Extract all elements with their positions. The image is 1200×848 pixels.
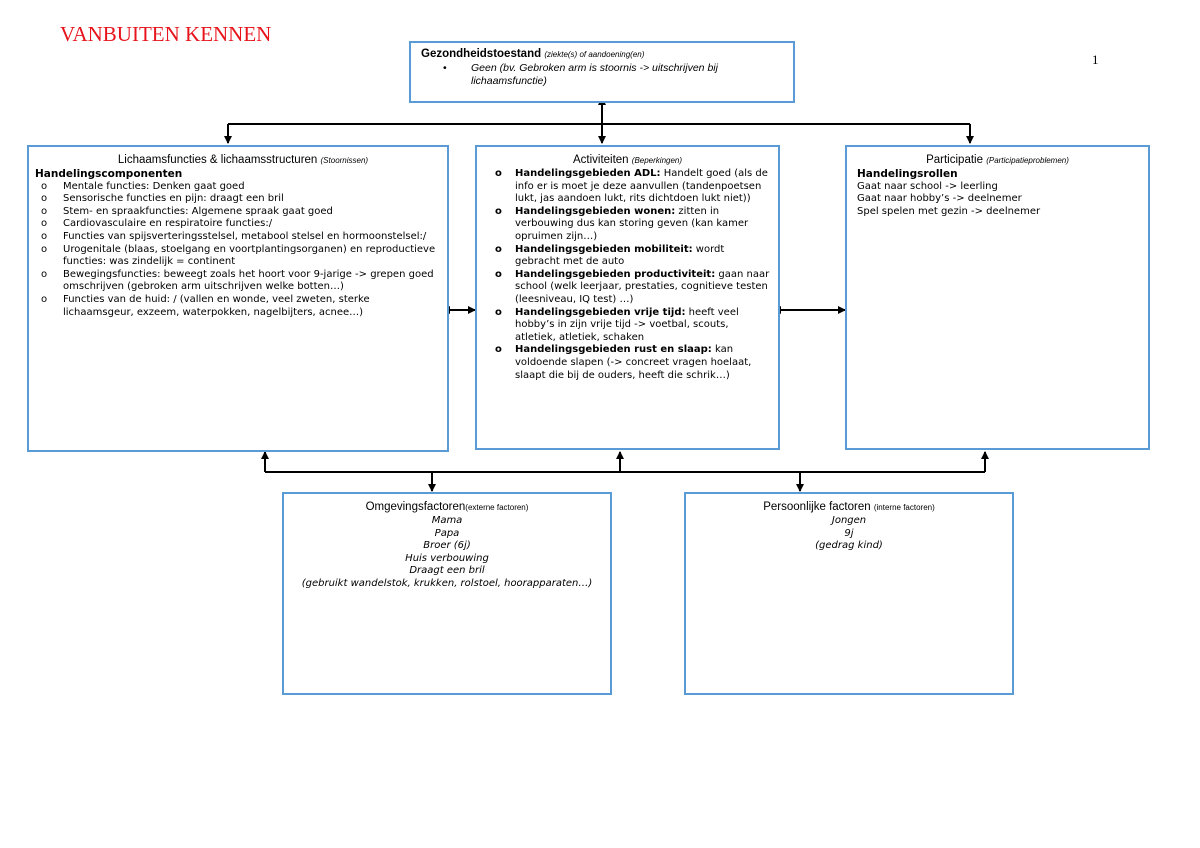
list-marker: o <box>41 180 48 192</box>
body-function-text: Functies van de huid: / (vallen en wonde… <box>63 293 370 318</box>
environment-line: Papa <box>434 527 460 539</box>
personal-title: Persoonlijke factoren <box>763 501 871 513</box>
list-marker: o <box>41 243 48 255</box>
environment-line: (gebruikt wandelstok, krukken, rolstoel,… <box>301 577 593 589</box>
body-function-item: o Stem- en spraakfuncties: Algemene spraa… <box>35 206 441 219</box>
participation-title: Participatie <box>926 154 983 166</box>
health-condition-box: Gezondheidstoestand (ziekte(s) of aandoe… <box>409 41 795 103</box>
personal-subtitle: (interne factoren) <box>873 503 935 512</box>
list-marker: o <box>41 218 48 230</box>
participation-heading: Handelingsrollen <box>857 168 958 180</box>
health-bullet-text: Geen (bv. Gebroken arm is stoornis -> ui… <box>471 62 718 87</box>
body-functions-subtitle: (Stoornissen) <box>320 156 369 165</box>
health-subtitle: (ziekte(s) of aandoening(en) <box>544 50 645 59</box>
activity-item: o Handelingsgebieden vrije tijd: heeft ve… <box>483 307 772 345</box>
body-function-text: Functies van spijsverteringsstelsel, met… <box>63 230 427 242</box>
body-function-text: Urogenitale (blaas, stoelgang en voortpl… <box>63 243 436 268</box>
body-function-text: Cardiovasculaire en respiratoire functie… <box>63 218 273 230</box>
activity-label: Handelingsgebieden wonen: <box>515 205 676 217</box>
page-number: 1 <box>1092 52 1099 67</box>
activity-text: heeft veel hobby’s in zijn vrije tijd ->… <box>515 306 739 343</box>
environment-subtitle: (externe factoren) <box>465 503 529 512</box>
body-function-item: o Sensorische functies en pijn: draagt ee… <box>35 193 441 206</box>
body-function-text: Bewegingsfuncties: beweegt zoals het hoo… <box>63 268 434 293</box>
activity-item: o Handelingsgebieden mobiliteit: wordt ge… <box>483 244 772 269</box>
body-function-text: Sensorische functies en pijn: draagt een… <box>63 193 284 205</box>
personal-box: Persoonlijke factoren (interne factoren)… <box>684 492 1014 695</box>
list-marker: o <box>41 193 48 205</box>
list-marker: o <box>495 168 502 179</box>
activities-subtitle: (Beperkingen) <box>631 156 683 165</box>
list-marker: o <box>41 268 48 280</box>
activity-label: Handelingsgebieden rust en slaap: <box>515 344 712 356</box>
activity-label: Handelingsgebieden ADL: <box>515 168 661 179</box>
participation-line: Gaat naar hobby’s -> deelnemer <box>857 193 1022 205</box>
list-marker: o <box>495 205 502 217</box>
environment-line: Draagt een bril <box>409 565 485 577</box>
environment-line: Mama <box>431 515 463 526</box>
participation-subtitle: (Participatieproblemen) <box>986 156 1069 165</box>
body-functions-heading: Handelingscomponenten <box>35 168 183 180</box>
activity-item: o Handelingsgebieden ADL: Handelt goed (a… <box>483 168 772 206</box>
list-marker: o <box>41 230 48 242</box>
list-marker: o <box>495 243 502 255</box>
activity-text: wordt gebracht met de auto <box>515 243 725 268</box>
body-function-text: Mentale functies: Denken gaat goed <box>63 180 245 192</box>
environment-line: Broer (6j) <box>423 540 471 552</box>
body-functions-title: Lichaamsfuncties & lichaamsstructuren <box>117 154 318 166</box>
activity-item: o Handelingsgebieden rust en slaap: kan v… <box>483 344 772 382</box>
activity-item: o Handelingsgebieden productiviteit: gaan… <box>483 269 772 307</box>
body-function-item: o Urogenitale (blaas, stoelgang en voortp… <box>35 244 441 269</box>
activity-label: Handelingsgebieden mobiliteit: <box>515 243 693 255</box>
body-function-item: o Cardiovasculaire en respiratoire functi… <box>35 218 441 231</box>
activity-item: o Handelingsgebieden wonen: zitten in ver… <box>483 206 772 244</box>
page-heading: VANBUITEN KENNEN <box>60 22 272 46</box>
personal-line: (gedrag kind) <box>815 540 883 552</box>
list-marker: o <box>495 268 502 280</box>
activity-label: Handelingsgebieden productiviteit: <box>515 268 716 280</box>
list-marker: o <box>495 344 502 356</box>
environment-line: Huis verbouwing <box>405 552 489 564</box>
participation-line: Spel spelen met gezin -> deelnemer <box>857 205 1041 217</box>
health-title: Gezondheidstoestand <box>421 48 542 60</box>
list-marker: o <box>41 205 48 217</box>
body-function-item: o Bewegingsfuncties: beweegt zoals het ho… <box>35 269 441 294</box>
activity-text: zitten in verbouwing dus kan storing gev… <box>515 205 749 242</box>
participation-box: Participatie (Participatieproblemen) Han… <box>845 145 1150 450</box>
personal-line: 9j <box>844 527 854 539</box>
body-function-item: o Functies van de huid: / (vallen en wond… <box>35 294 441 319</box>
body-function-text: Stem- en spraakfuncties: Algemene spraak… <box>63 205 333 217</box>
activity-text: kan voldoende slapen (-> concreet vragen… <box>515 344 752 381</box>
activity-text: Handelt goed (als de info er is moet je … <box>515 168 768 205</box>
body-function-item: o Functies van spijsverteringsstelsel, me… <box>35 231 441 244</box>
body-functions-box: Lichaamsfuncties & lichaamsstructuren (S… <box>27 145 449 452</box>
environment-title: Omgevingsfactoren <box>365 501 466 513</box>
list-marker: o <box>41 293 48 305</box>
activity-label: Handelingsgebieden vrije tijd: <box>515 306 686 318</box>
list-marker: o <box>495 306 502 318</box>
activity-text: gaan naar school (welk leerjaar, prestat… <box>515 268 770 305</box>
environment-box: Omgevingsfactoren(externe factoren) Mama… <box>282 492 612 695</box>
activities-list: o Handelingsgebieden ADL: Handelt goed (a… <box>483 168 772 382</box>
body-function-item: o Mentale functies: Denken gaat goed <box>35 181 441 194</box>
activities-title: Activiteiten <box>572 154 629 166</box>
participation-line: Gaat naar school -> leerling <box>857 180 998 192</box>
personal-line: Jongen <box>831 515 867 526</box>
bullet-marker: • <box>443 62 447 74</box>
health-bullet-item: • Geen (bv. Gebroken arm is stoornis -> … <box>421 62 783 87</box>
